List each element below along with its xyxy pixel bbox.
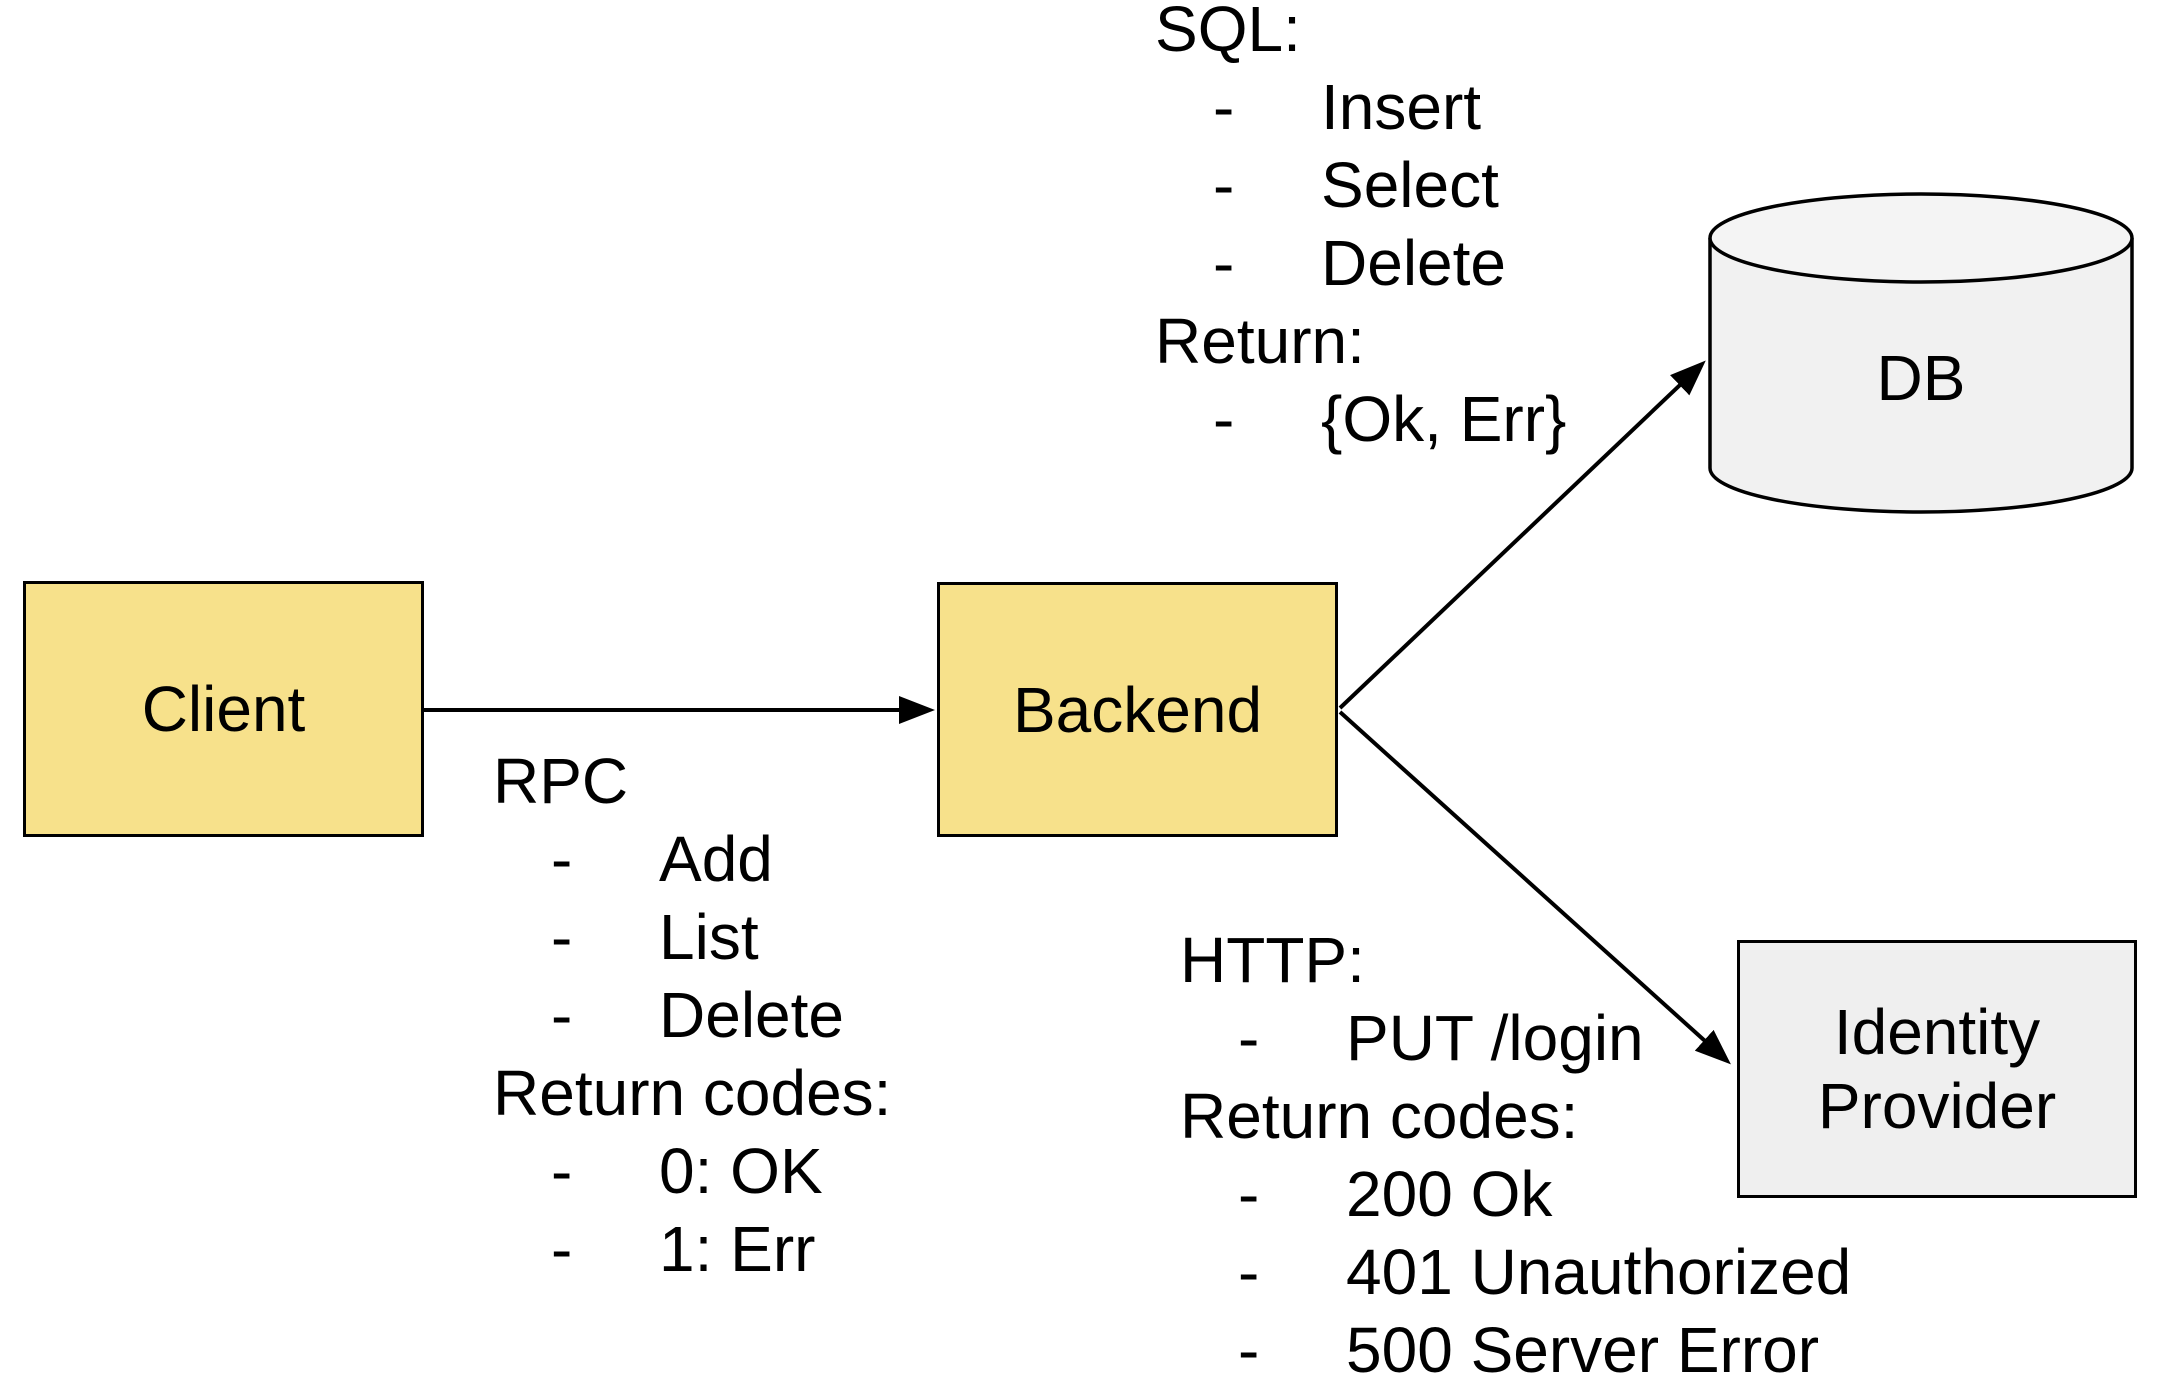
annotation-text: Select xyxy=(1321,149,1499,221)
node-backend-label: Backend xyxy=(1012,673,1263,746)
annotation-text: 1: Err xyxy=(659,1213,816,1285)
annotation-line: - PUT /login xyxy=(1180,999,1851,1077)
bullet-dash: - xyxy=(1213,383,1235,455)
edge-backend-db xyxy=(1338,360,1706,710)
annotation-text: Insert xyxy=(1321,71,1482,143)
node-client-label: Client xyxy=(141,673,306,745)
annotation-line: - Delete xyxy=(1155,224,1566,302)
bullet-dash: - xyxy=(1238,1314,1260,1386)
annotation-line: - Add xyxy=(493,820,891,898)
annotation-text: 500 Server Error xyxy=(1346,1314,1820,1386)
annotation-line: - List xyxy=(493,898,891,976)
annotation-line: - Insert xyxy=(1155,68,1566,146)
annotation-line: - 0: OK xyxy=(493,1132,891,1210)
annotation-text: Add xyxy=(659,823,773,895)
bullet-dash: - xyxy=(551,1135,573,1207)
annotation-line: SQL: xyxy=(1155,0,1301,65)
edge-backend-idp xyxy=(1338,710,1731,1065)
node-backend: Backend xyxy=(937,582,1338,837)
bullet-dash: - xyxy=(1213,71,1235,143)
bullet-dash: - xyxy=(1238,1002,1260,1074)
annotation-text: List xyxy=(659,901,759,973)
bullet-dash: - xyxy=(1238,1236,1260,1308)
annotation-text: PUT /login xyxy=(1346,1002,1644,1074)
annotation-text: 200 Ok xyxy=(1346,1158,1553,1230)
node-identity-provider: Identity Provider xyxy=(1737,940,2137,1198)
bullet-dash: - xyxy=(551,1213,573,1285)
node-client: Client xyxy=(23,581,424,837)
annotation-line: - 401 Unauthorized xyxy=(1180,1233,1851,1311)
node-identity-provider-label-line2: Provider xyxy=(1817,1070,2057,1142)
bullet-dash: - xyxy=(1213,149,1235,221)
annotation-line: - Delete xyxy=(493,976,891,1054)
annotation-line: Return: xyxy=(1155,305,1365,377)
annotation-text: 401 Unauthorized xyxy=(1346,1236,1852,1308)
annotation-line: - 500 Server Error xyxy=(1180,1311,1851,1389)
annotation-line: - Select xyxy=(1155,146,1566,224)
annotation-line: Return codes: xyxy=(1180,1080,1579,1152)
node-identity-provider-label-line1: Identity xyxy=(1833,996,2041,1068)
node-db xyxy=(1705,190,2137,516)
annotation-text: Delete xyxy=(659,979,844,1051)
bullet-dash: - xyxy=(1238,1158,1260,1230)
bullet-dash: - xyxy=(1213,227,1235,299)
annotation-text: Delete xyxy=(1321,227,1506,299)
annotation-line: Return codes: xyxy=(493,1057,892,1129)
annotation-line: RPC xyxy=(493,745,629,817)
annotation-line: - 1: Err xyxy=(493,1210,891,1288)
annotation-line: - 200 Ok xyxy=(1180,1155,1851,1233)
node-db-label: DB xyxy=(1876,342,1966,414)
bullet-dash: - xyxy=(551,823,573,895)
annotation-line: HTTP: xyxy=(1180,924,1365,996)
bullet-dash: - xyxy=(551,979,573,1051)
annotation-text: 0: OK xyxy=(659,1135,823,1207)
annotation-line: - {Ok, Err} xyxy=(1155,380,1566,458)
db-cylinder-icon xyxy=(1708,192,2134,514)
bullet-dash: - xyxy=(551,901,573,973)
annotation-text: {Ok, Err} xyxy=(1321,383,1567,455)
